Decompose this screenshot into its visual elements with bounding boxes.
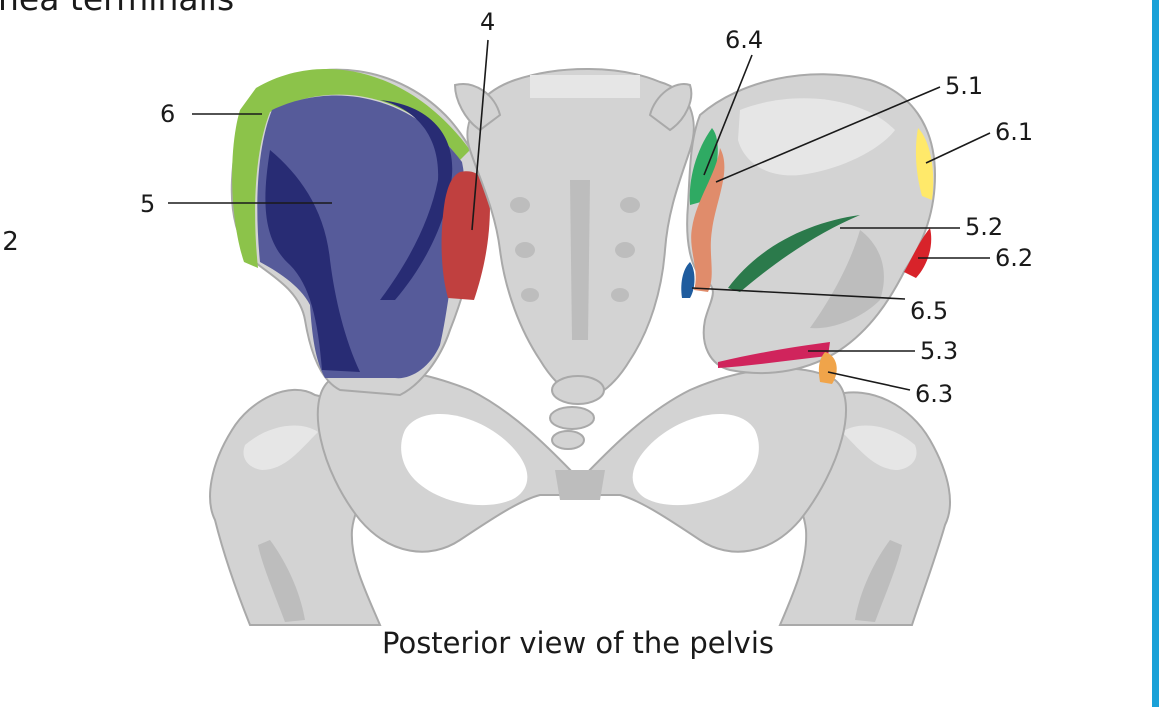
partial-text-top: nea terminalis: [0, 0, 234, 18]
inferior-line: [718, 342, 830, 368]
caption: Posterior view of the pelvis: [382, 626, 774, 660]
side-bar: [1152, 0, 1159, 707]
iliac-fossa: [257, 95, 465, 379]
auricular-surface: [441, 171, 490, 300]
label-6-1: 6.1: [995, 118, 1033, 146]
label-4: 4: [480, 8, 495, 36]
iliac-crest: [232, 68, 470, 268]
label-5-2: 5.2: [965, 213, 1003, 241]
gluteal-line: [728, 215, 860, 292]
leader-6-3: [827, 371, 911, 391]
leader-6-5: [691, 287, 906, 300]
left-hip-bone: [230, 68, 490, 397]
label-6-2: 6.2: [995, 244, 1033, 272]
label-6-3: 6.3: [915, 380, 953, 408]
leader-5-1: [715, 86, 941, 183]
label-6: 6: [160, 100, 175, 128]
iliac-fossa-shadow: [265, 150, 360, 372]
label-6-4: 6.4: [725, 26, 763, 54]
posterior-inferior-iliac: [681, 262, 695, 298]
iliac-spine: [904, 228, 932, 278]
label-6-5: 6.5: [910, 297, 948, 325]
crest-tubercle: [915, 128, 934, 200]
leader-6-1: [925, 132, 991, 164]
leader-6-4: [703, 54, 753, 176]
label-5: 5: [140, 190, 155, 218]
ischial-spine: [818, 352, 837, 384]
iliac-tuberosity-line: [691, 148, 725, 292]
partial-text-left-mid: .2: [0, 227, 19, 257]
partial-text-left-low: ): [0, 497, 2, 527]
label-5-1: 5.1: [945, 72, 983, 100]
iliac-fossa-shadow-2: [380, 100, 453, 300]
pubic-ischial-ring: [316, 367, 848, 553]
label-5-3: 5.3: [920, 337, 958, 365]
leader-4: [471, 39, 489, 231]
sacrum: [453, 68, 695, 450]
right-hip-bone: [681, 73, 937, 384]
